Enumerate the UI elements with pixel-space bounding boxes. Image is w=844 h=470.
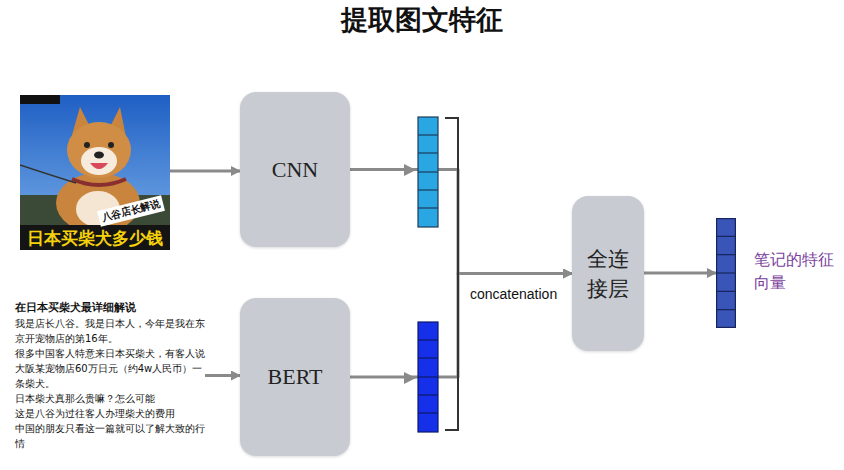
arrow-connector: [644, 272, 716, 275]
vector-cell-line: [716, 291, 736, 292]
arrow-connector: [350, 170, 572, 274]
feature-vector: [418, 322, 438, 432]
note-paragraph: 很多中国客人特意来日本买柴犬，有客人说大阪某宠物店60万日元（约4w人民币）一条…: [15, 346, 205, 391]
output-vector: 笔记的特征向量: [716, 218, 736, 328]
note-paragraph: 中国的朋友只看这一篇就可以了解大致的行情: [15, 421, 205, 451]
photo-illustration: [20, 95, 170, 250]
arrow-head: [404, 372, 416, 384]
arrow-connector: [170, 170, 240, 173]
model-box: BERT: [240, 298, 350, 456]
dog-nose: [94, 152, 104, 159]
caption-bar: [20, 225, 170, 250]
note-heading: 在日本买柴犬最详细解说: [15, 300, 205, 315]
vector-cell-line: [716, 272, 736, 273]
sky: [20, 95, 170, 250]
vector-cell-line: [716, 254, 736, 255]
note-paragraph: 这是八谷为过往客人办理柴犬的费用: [15, 406, 205, 421]
edge-label: concatenation: [470, 286, 557, 302]
box-label: CNN: [272, 157, 318, 183]
note-paragraph: 日本柴犬真那么贵嘛？怎么可能: [15, 391, 205, 406]
dog-head: [67, 122, 131, 178]
dog-eye: [84, 142, 90, 148]
box-label: 全连接层: [585, 244, 631, 304]
dog-collar: [72, 179, 126, 185]
image-caption: 日本买柴犬多少钱: [20, 227, 170, 250]
feature-vector: [418, 117, 438, 227]
note-paragraph: 我是店长八谷。我是日本人，今年是我在东京开宠物店的第16年。: [15, 316, 205, 346]
diagram-title: 提取图文特征: [0, 2, 844, 38]
arrow-connector: [350, 274, 572, 378]
image-node: 八谷店长解说日本买柴犬多少钱: [20, 95, 170, 250]
vector-cell-line: [716, 236, 736, 237]
arrow-head: [404, 164, 416, 176]
top-bar: [20, 95, 60, 104]
vector-caption: 笔记的特征向量: [754, 248, 836, 294]
arrow-connector: [205, 374, 240, 377]
dog-muzzle: [81, 147, 117, 175]
dense-layer-box: 全连接层: [572, 196, 644, 351]
dog-eye: [108, 142, 114, 148]
box-label: BERT: [268, 364, 323, 390]
note-text-node: 在日本买柴犬最详细解说我是店长八谷。我是日本人，今年是我在东京开宠物店的第16年…: [15, 300, 205, 451]
leash: [20, 165, 76, 183]
dog-mouth: [90, 163, 108, 169]
vector-cells: [716, 218, 736, 328]
vector-cell-line: [716, 309, 736, 310]
model-box: CNN: [240, 92, 350, 247]
concat-bracket: [445, 118, 458, 430]
vector-body: [717, 219, 736, 328]
